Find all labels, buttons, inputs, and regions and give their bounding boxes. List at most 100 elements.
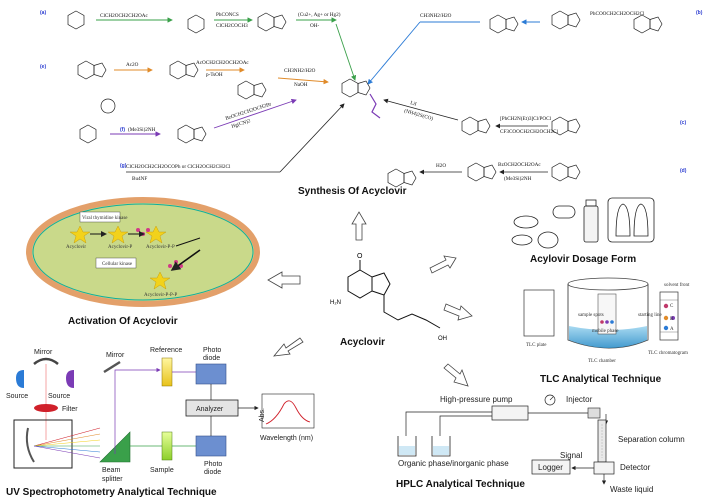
svg-text:Viral thymidine kinase: Viral thymidine kinase (82, 216, 128, 221)
tlc-chamber-rim (567, 277, 649, 291)
uv-abs-label: Abs. (259, 408, 266, 422)
hplc-logger (531, 459, 571, 475)
suppository-2 (633, 203, 649, 237)
reagent-c3: LiI (409, 100, 417, 108)
route-b-arrow-1 (367, 21, 421, 85)
uv-source-2 (66, 370, 74, 388)
dosage-panel: Acylovir Dosage Form (511, 197, 655, 265)
uv-mirror-2-label: Mirror (106, 352, 125, 359)
reagent-c2: CF3COOCH2CH2OCH2Cl (500, 129, 558, 135)
route-e-structures (77, 60, 267, 114)
hplc-signal-label: Signal (560, 451, 582, 460)
acyclovir-structure: O H₂N OH (330, 253, 447, 342)
route-tag-b: (b) (696, 10, 703, 16)
hplc-injector (587, 407, 601, 419)
tlc-mobile-phase (569, 326, 647, 348)
uv-caption: UV Spectrophotometry Analytical Techniqu… (6, 487, 217, 498)
uv-analyzer-label: Analyzer (196, 406, 224, 413)
reagent-g1b: Bu4NF (132, 176, 147, 182)
route-tag-d: (d) (680, 168, 687, 174)
hplc-line-2 (439, 415, 492, 436)
svg-text:Cellular kinase: Cellular kinase (102, 262, 133, 267)
spot-b (663, 315, 669, 321)
uv-sample-cuvette (161, 431, 173, 461)
hplc-injector-label: Injector (566, 395, 593, 404)
step-acyclovir-ppp: Acyclovir-P-P-P (144, 293, 177, 298)
tlc-chromatogram (659, 291, 679, 341)
reagent-d1b: (Me3Si)2NH (504, 175, 532, 182)
reagent-e1: Ac2O (126, 62, 139, 68)
uv-reference-beam (114, 367, 161, 454)
activation-arrow-3 (175, 237, 201, 247)
activation-note-2: Cellular kinase (95, 257, 137, 269)
hplc-detector-label: Detector (620, 463, 651, 472)
hplc-logger-label: Logger (538, 463, 563, 472)
uv-photodiode-2-label-1: Photo (204, 461, 222, 468)
star-acyclovir-p (107, 225, 129, 244)
tablet-3 (511, 234, 533, 246)
hplc-phase-label: Organic phase/inorganic phase (398, 459, 509, 468)
hplc-pump-box (491, 405, 529, 421)
step-acyclovir: Acyclovir (66, 245, 86, 250)
reagent-g1: ClCH2OCH2CH2OCOPh or ClCH2OCH2CH2Cl (126, 164, 231, 170)
center-acyclovir: O H₂N OH Acyclovir (330, 253, 447, 348)
hplc-solvent-bottles (397, 436, 451, 457)
activation-arrow-4 (170, 249, 201, 271)
hplc-pump-label: High-pressure pump (440, 395, 513, 404)
uv-absorbance-curve (265, 400, 311, 425)
uv-filter (34, 404, 58, 412)
activation-note-1: Viral thymidine kinase (79, 211, 128, 223)
route-tag-a: (a) (40, 10, 46, 16)
tlc-caption: TLC Analytical Technique (540, 374, 662, 385)
tlc-plate-in-chamber (597, 293, 617, 335)
uv-grating (25, 427, 35, 463)
reagent-d1: BzOCH2OCH2OAc (498, 162, 541, 168)
spot-letter-c: C (670, 304, 674, 309)
tlc-chromatogram-label: TLC chromatogram (648, 351, 688, 356)
arrow-to-dosage (429, 255, 457, 274)
arrow-to-uv (273, 337, 304, 357)
uv-mirror-top-label: Mirror (34, 349, 53, 356)
arrow-to-activation (267, 271, 301, 289)
vial-cap (585, 199, 597, 207)
hplc-waste-label: Waste liquid (610, 485, 653, 494)
arrow-to-synthesis (351, 211, 367, 241)
suppository-1 (615, 203, 631, 237)
route-f-arrow-2 (213, 98, 297, 129)
route-e-arrow-3 (277, 77, 329, 85)
synthesis-panel: (a) (b) (c) (d) (e) (f) (g) ClCH2OCH2CH2… (40, 10, 703, 197)
reagent-a2b: ClCH2COCH3 (216, 23, 248, 29)
reagent-b2: PhCOOCH2CH2OCH2Cl (590, 11, 645, 17)
route-tag-c: (c) (680, 120, 686, 126)
svg-text:H₂N: H₂N (330, 300, 341, 306)
tablet-1 (513, 215, 539, 229)
cell-ellipse (26, 197, 260, 307)
reagent-e2b: p-TsOH (206, 72, 223, 78)
star-acyclovir-pp (145, 225, 167, 244)
route-c-arrow-2 (383, 98, 459, 121)
uv-source-1 (16, 370, 24, 388)
step-acyclovir-pp: Acyclovir-P-P (146, 245, 175, 250)
tlc-solvent-front-label: solvent front (664, 283, 690, 288)
hplc-caption: HPLC Analytical Technique (396, 479, 525, 490)
star-acyclovir (69, 225, 91, 244)
route-a-arrow-4 (335, 23, 357, 81)
reagent-d2: H2O (436, 163, 446, 169)
uv-panel: Mirror Source Source Filter Beam splitte… (6, 347, 315, 498)
tlc-plate-label: TLC plate (526, 343, 547, 348)
route-tag-f: (f) (120, 127, 125, 133)
center-label: Acyclovir (340, 337, 385, 348)
uv-mirror-top (33, 357, 59, 365)
uv-sample-label: Sample (150, 467, 174, 474)
reagent-a1: ClCH2OCH2CH2OAc (100, 13, 149, 19)
uv-absorbance-plot (261, 393, 315, 429)
spot-letter-a: A (670, 327, 674, 332)
reagent-a2: PhCONCS (216, 12, 239, 18)
uv-photodiode-2 (195, 435, 227, 457)
tlc-starting-line-label: starting line (638, 313, 663, 318)
route-tag-g: (g) (120, 163, 127, 169)
tlc-panel: TLC plate sample spots mobile phase TLC … (523, 277, 690, 385)
hplc-detector (593, 461, 615, 475)
uv-filter-label: Filter (62, 406, 78, 413)
